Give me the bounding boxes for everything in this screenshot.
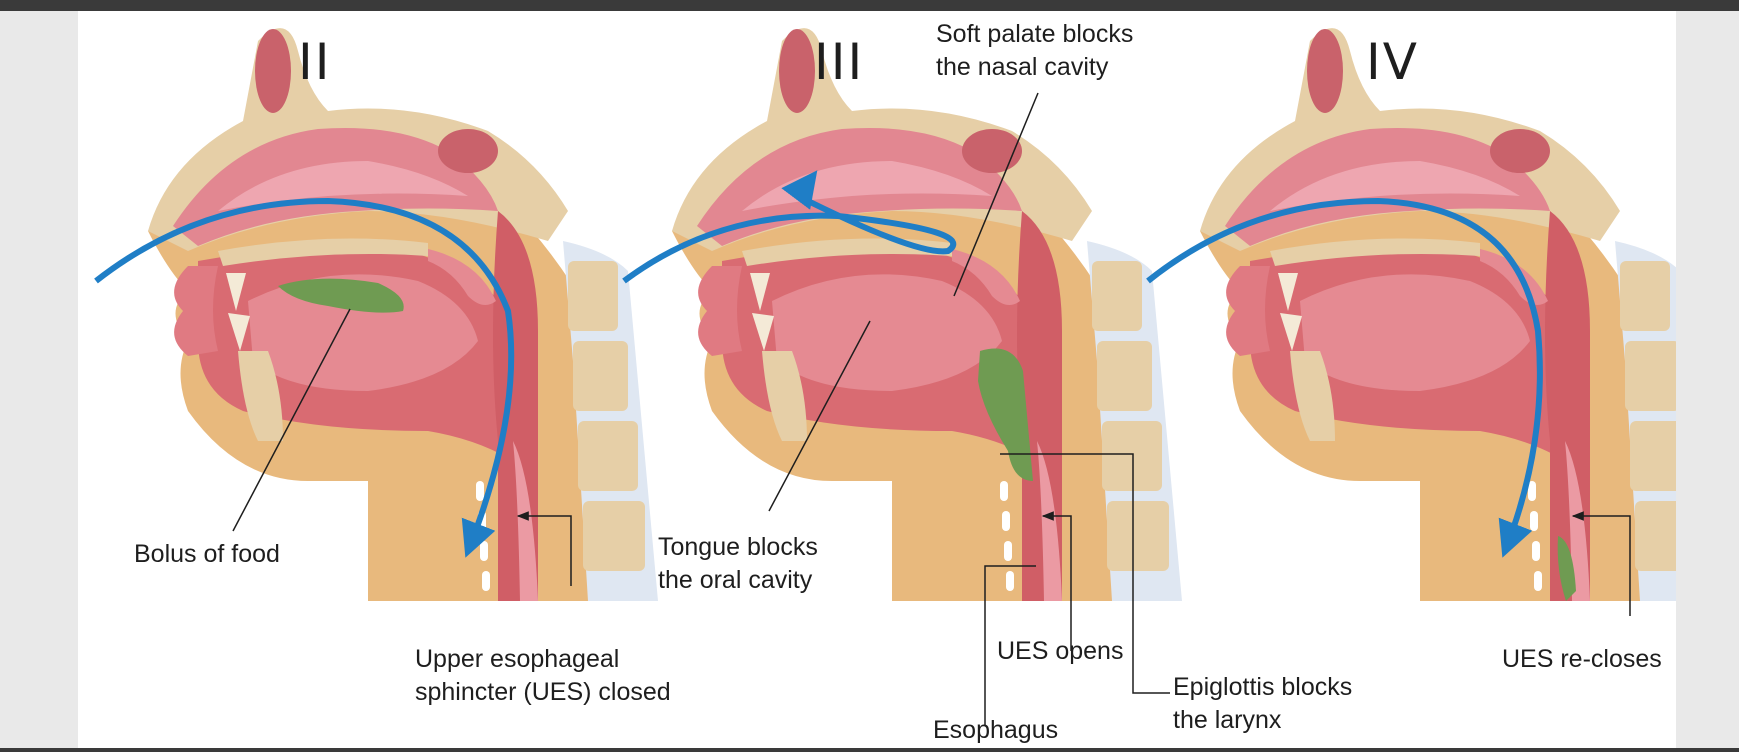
bolus-shape bbox=[1557, 536, 1576, 601]
label-tongue-line2: the oral cavity bbox=[658, 566, 813, 594]
label-esophagus: Esophagus bbox=[933, 716, 1059, 744]
label-ues-recloses: UES re-closes bbox=[1502, 645, 1662, 673]
label-ues-opens: UES opens bbox=[997, 637, 1124, 665]
label-epiglottis-line1: Epiglottis blocks bbox=[1173, 673, 1353, 701]
bottom-bar bbox=[0, 748, 1739, 752]
label-ues-closed-line1: Upper esophageal bbox=[415, 645, 620, 673]
label-bolus-of-food: Bolus of food bbox=[134, 540, 280, 568]
bolus-shape bbox=[978, 348, 1033, 481]
label-ues-closed-line2: sphincter (UES) closed bbox=[415, 678, 671, 706]
panel-numeral-iii: III bbox=[814, 33, 865, 91]
panel-numeral-ii: II bbox=[298, 33, 332, 91]
label-epiglottis-line2: the larynx bbox=[1173, 706, 1282, 734]
bolus-shape bbox=[278, 278, 404, 313]
label-soft-palate-line1: Soft palate blocks bbox=[936, 20, 1134, 48]
flow-arrow-iii bbox=[622, 170, 957, 284]
panel-numeral-iv: IV bbox=[1366, 33, 1419, 91]
label-soft-palate-line2: the nasal cavity bbox=[936, 53, 1109, 81]
diagram-artwork bbox=[94, 28, 1676, 726]
top-bar bbox=[0, 0, 1739, 11]
flow-arrow-iv bbox=[1146, 197, 1543, 558]
flow-arrow-ii bbox=[94, 197, 515, 558]
swallowing-diagram: II III IV Bolus of food Upper esophageal… bbox=[78, 11, 1676, 748]
panel-iv-head bbox=[1146, 28, 1676, 616]
panel-ii-head bbox=[94, 28, 658, 601]
panel-iii-head bbox=[622, 28, 1182, 726]
label-tongue-line1: Tongue blocks bbox=[658, 533, 818, 561]
